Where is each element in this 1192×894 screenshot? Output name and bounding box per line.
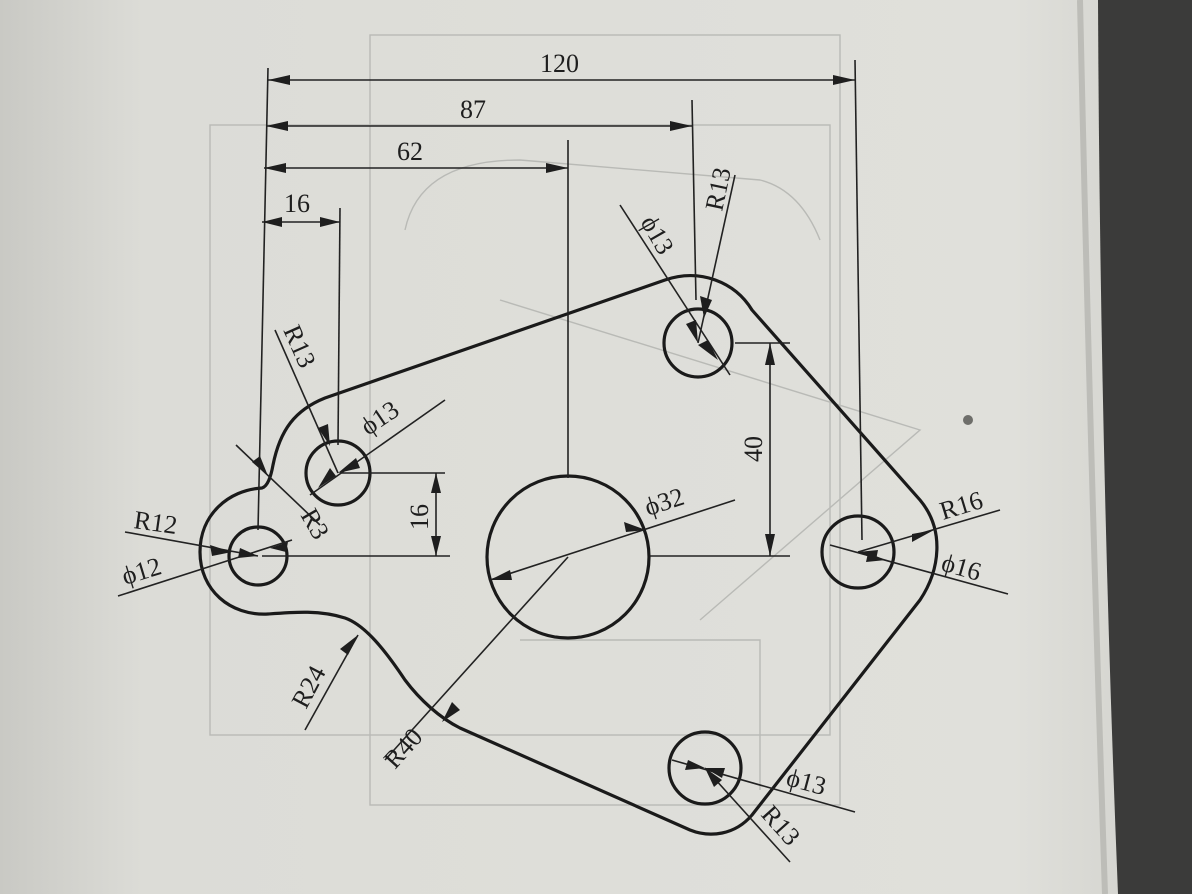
leader-r13-top-right [697,174,736,344]
leader-phi13-bottom [671,759,856,813]
leader-r13-bottom [704,767,791,863]
dim-16-vertical-label: 16 [405,504,434,530]
dimension-40 [765,343,775,556]
leader-r40 [384,556,569,761]
smudge-dot [963,415,973,425]
leader-phi32 [489,499,736,581]
leader-r24 [304,634,359,731]
leader-r3 [235,444,321,526]
leader-r12 [124,531,259,557]
extension-lines [257,59,863,557]
leader-r16 [857,509,1001,553]
dimension-87 [266,121,692,131]
leader-phi13-left [309,399,446,496]
right-hole-16 [820,514,896,590]
bleed-through-lines [209,34,922,806]
part-outline [198,274,939,836]
dimension-16-top [262,217,340,227]
leader-phi16 [829,544,1009,595]
dim-120-label: 120 [540,49,579,78]
leader-r13-left [274,329,339,474]
page-edge [1098,0,1192,894]
dim-16-top-label: 16 [284,189,310,218]
top-right-hole-13 [662,307,734,379]
dimension-16-vertical [431,473,441,556]
r12-label: R12 [132,505,179,540]
dim-62-label: 62 [397,137,423,166]
bottom-hole-13 [667,730,743,806]
dim-87-label: 87 [460,95,486,124]
dim-40-label: 40 [739,436,768,462]
dimension-62 [264,163,568,173]
leader-phi12 [117,539,293,597]
leader-phi13-top-right [619,204,731,376]
dimension-120 [268,75,855,85]
page-edge-highlight [1077,0,1108,894]
